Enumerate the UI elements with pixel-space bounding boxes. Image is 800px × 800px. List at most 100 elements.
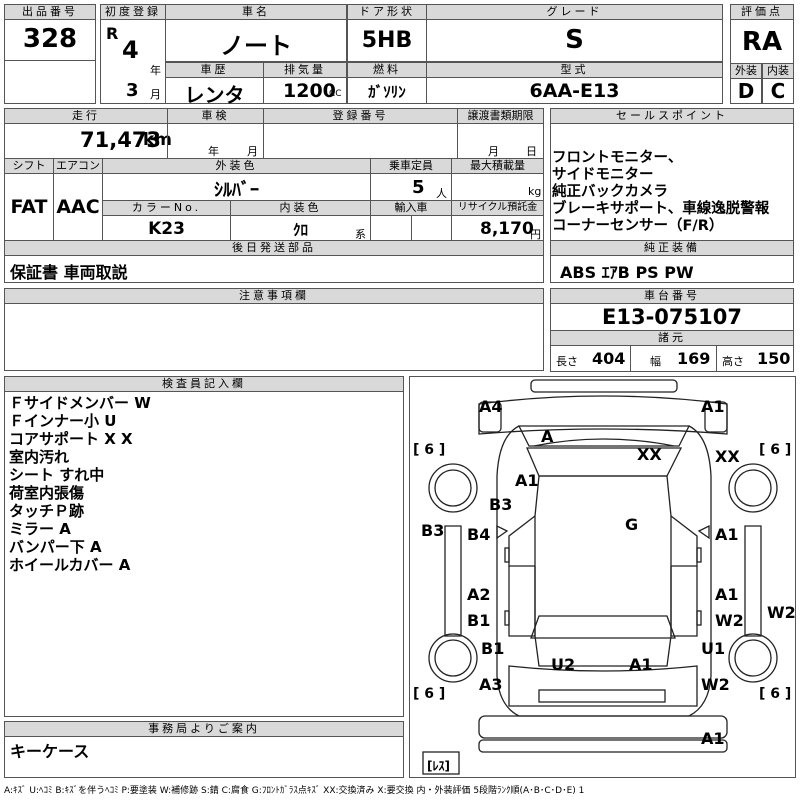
damage-mark: A1	[515, 471, 539, 490]
interior-label: 内装	[762, 63, 794, 79]
chassis-label: 車台番号	[550, 288, 794, 304]
reg-no-label: 登録番号	[263, 108, 458, 124]
transfer-month-unit: 月	[488, 145, 499, 158]
width-label: 幅	[650, 355, 661, 368]
length: 404	[592, 349, 626, 368]
sales-point: フロントモニター、	[552, 150, 683, 166]
damage-mark: A1	[701, 397, 725, 416]
capacity: 5	[412, 177, 425, 198]
equip-box	[550, 255, 794, 283]
car-name: ノート	[220, 32, 292, 60]
inspector-line: 荷室内張傷	[9, 484, 85, 502]
later-box	[4, 255, 544, 283]
history-label: 車歴	[165, 62, 264, 78]
damage-mark: A1	[629, 655, 653, 674]
import-label: 輸入車	[370, 200, 452, 216]
damage-mark: XX	[637, 445, 662, 464]
chassis-number: E13-075107	[602, 305, 742, 329]
damage-mark: W2	[715, 611, 744, 630]
score-label: 評価点	[730, 4, 794, 20]
lot-number: 328	[22, 24, 78, 54]
sales-point: 純正バックカメラ	[552, 184, 668, 200]
mileage-label: 走行	[4, 108, 168, 124]
sales-point: サイドモニター	[552, 167, 654, 183]
grade-label: グレード	[426, 4, 723, 20]
inspector-line: コアサポート X X	[9, 430, 133, 448]
recycle-label: リサイクル預託金	[451, 200, 544, 216]
damage-mark: B4	[467, 525, 490, 544]
spec-label: 諸元	[550, 330, 794, 346]
reg-month: 3	[126, 80, 139, 101]
inspector-line: タッチＰ跡	[9, 502, 85, 520]
model-box	[426, 77, 723, 104]
recycle: 8,170	[480, 219, 534, 239]
recycle-unit: 円	[530, 228, 541, 241]
height-label: 高さ	[722, 355, 744, 368]
office-text: キーケース	[10, 742, 90, 761]
legend-footer: A:ｷｽﾞ U:ﾍｺﾐ B:ｷｽﾞを伴うﾍｺﾐ P:要塗装 W:補修跡 S:錆 …	[4, 786, 585, 796]
insp-month-unit: 月	[247, 145, 258, 158]
later-label: 後日発送部品	[4, 240, 544, 256]
inspector-box	[4, 391, 404, 717]
spare-tire: [ﾚｽ]	[427, 759, 450, 773]
notes-box	[4, 303, 544, 371]
fuel: ｶﾞｿﾘﾝ	[368, 83, 406, 101]
shift: FAT	[10, 196, 48, 218]
damage-mark: W2	[767, 603, 796, 622]
insp-year-unit: 年	[208, 145, 219, 158]
sales-point: コーナーセンサー（F/R）	[552, 218, 724, 234]
damage-mark: A1	[715, 585, 739, 604]
car-name-label: 車名	[165, 4, 347, 20]
inspector-line: シート すれ中	[9, 466, 105, 484]
grade: S	[565, 25, 584, 55]
equip-label: 純正装備	[550, 240, 794, 256]
exterior-label: 外装	[730, 63, 762, 79]
import-divider	[411, 215, 412, 241]
displacement-unit: CC	[329, 89, 342, 99]
front-bumper	[478, 395, 728, 435]
tire-br: [ 6 ]	[759, 686, 791, 702]
month-unit: 月	[150, 88, 161, 101]
color: ｼﾙﾊﾞｰ	[214, 180, 259, 201]
damage-mark: B1	[467, 611, 490, 630]
equip: ABS ｴｱB PS PW	[560, 263, 694, 282]
displacement-box	[263, 77, 347, 104]
lot-empty	[4, 60, 96, 104]
displacement-label: 排気量	[263, 62, 347, 78]
spec-div2	[716, 345, 717, 372]
max-load-label: 最大積載量	[451, 158, 544, 174]
height: 150	[757, 349, 791, 368]
length-label: 長さ	[556, 355, 578, 368]
damage-mark: W2	[701, 675, 730, 694]
color-no-label: カラーNo.	[102, 200, 231, 216]
grade-box	[426, 19, 723, 62]
int-color-label: 内装色	[230, 200, 371, 216]
car-name-box	[165, 19, 347, 62]
office-box	[4, 736, 404, 778]
era: R	[106, 24, 119, 43]
tire-tr: [ 6 ]	[759, 442, 791, 458]
ac: AAC	[56, 196, 100, 218]
inspector-line: Ｆサイドメンバー W	[9, 394, 151, 412]
damage-mark: A2	[467, 585, 491, 604]
score: RA	[741, 27, 783, 57]
reg-no-box	[263, 123, 458, 159]
damage-mark: A1	[701, 729, 725, 748]
model: 6AA-E13	[529, 80, 620, 102]
color-label: 外装色	[102, 158, 371, 174]
damage-mark: G	[625, 515, 638, 534]
interior-score: C	[770, 79, 786, 103]
diagram-box	[409, 376, 796, 778]
inspector-line: ホイールカバー A	[9, 556, 131, 574]
sales-points: フロントモニター、 サイドモニター 純正バックカメラ ブレーキサポート、車線逸脱…	[552, 150, 769, 235]
damage-mark: A4	[479, 397, 503, 416]
sales-label: セールスポイント	[550, 108, 794, 124]
later-parts: 保証書 車両取説	[10, 263, 128, 282]
color-no: K23	[148, 219, 185, 239]
door-type: 5HB	[361, 28, 413, 53]
damage-mark: A3	[479, 675, 503, 694]
max-load-unit: kg	[528, 185, 542, 198]
capacity-label: 乗車定員	[370, 158, 452, 174]
int-color: ｸﾛ	[292, 221, 308, 239]
